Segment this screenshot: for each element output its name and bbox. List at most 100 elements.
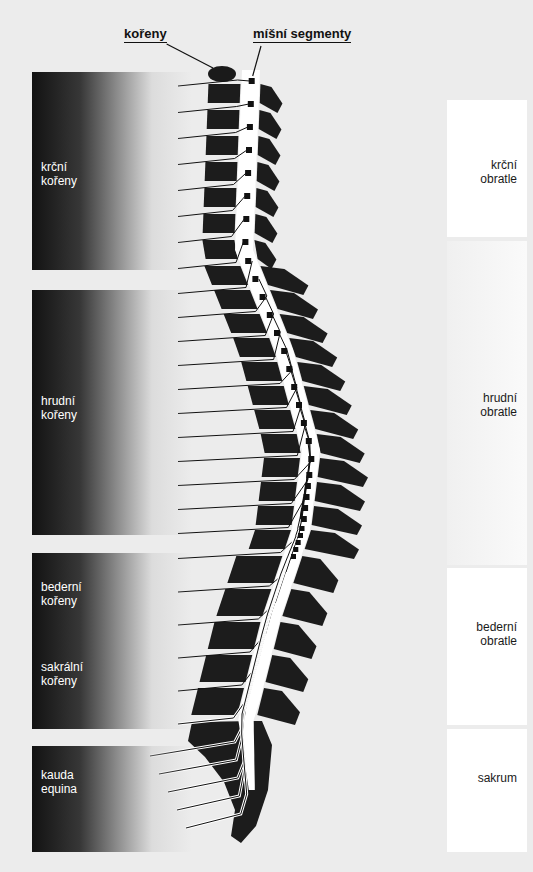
- vertebral-body: [205, 162, 238, 181]
- vertebra-region-panel: bederní obratle: [447, 568, 527, 725]
- region-label: sakrální kořeny: [41, 660, 99, 688]
- spinal-segment: [249, 78, 255, 84]
- vertebral-body: [214, 290, 258, 309]
- spinal-segment: [267, 312, 273, 318]
- vertebrae: [188, 66, 368, 843]
- spinal-segment: [242, 239, 248, 245]
- vertebral-body: [208, 622, 261, 649]
- nerve-root: [178, 475, 307, 592]
- spinous-process: [312, 506, 362, 535]
- label-holder: kořeny: [124, 27, 167, 43]
- vertebra-region-panel: sakrum: [447, 729, 527, 852]
- spinal-segment: [293, 547, 298, 552]
- spinous-process: [305, 530, 359, 559]
- nerve-root: [178, 369, 301, 438]
- spinal-segment: [301, 420, 307, 426]
- root-region-panel: hrudní kořeny: [32, 290, 192, 535]
- root-halo: [177, 550, 290, 810]
- nerve-root: [178, 387, 306, 462]
- spinous-process: [260, 84, 283, 113]
- label-holder: míšní segmenty: [253, 27, 351, 43]
- vertebral-body: [203, 214, 236, 233]
- spinal-segment: [308, 456, 314, 462]
- nerve-root: [178, 441, 310, 534]
- vertebral-body: [256, 506, 294, 525]
- region-label: krční kořeny: [41, 160, 99, 188]
- vertebral-body: [254, 410, 295, 429]
- vertebral-body: [249, 530, 291, 549]
- vertebra-region-panel: krční obratle: [447, 100, 527, 237]
- vertebral-body: [262, 458, 300, 477]
- nerve-root: [178, 297, 274, 342]
- spinal-segment: [245, 258, 251, 264]
- vertebral-body: [227, 556, 282, 583]
- spinous-process: [255, 214, 278, 243]
- spinal-segment: [260, 294, 266, 300]
- nerve-root: [178, 459, 310, 559]
- region-label: kauda equina: [41, 768, 99, 796]
- spinous-process: [257, 688, 300, 725]
- vertebral-body: [207, 110, 240, 129]
- vertebral-body: [204, 266, 248, 285]
- nerve-root: [178, 333, 292, 390]
- spinal-segment: [306, 438, 312, 444]
- region-label: krční obratle: [451, 158, 517, 186]
- nerve-root: [186, 557, 288, 828]
- region-label: hrudní obratle: [451, 391, 517, 419]
- spinal-segment: [304, 494, 310, 500]
- vertebra-region-panel: hrudní obratle: [447, 241, 527, 565]
- spinal-segments: [242, 78, 314, 559]
- nerve-root: [178, 423, 310, 510]
- vertebral-body: [259, 482, 297, 501]
- spinal-segment: [248, 101, 254, 107]
- nerve-root: [178, 486, 305, 625]
- spinal-segment: [247, 124, 253, 130]
- region-label: hrudní kořeny: [41, 394, 99, 422]
- vertebral-body: [224, 314, 268, 333]
- spinal-canal: [235, 70, 320, 790]
- spinal-segment: [305, 483, 311, 489]
- spinal-segment: [245, 170, 251, 176]
- spinal-segment: [291, 384, 297, 390]
- nerve-root: [178, 405, 311, 486]
- vertebral-body: [216, 589, 271, 616]
- spinous-process: [266, 655, 309, 692]
- root-region-panel: bederní kořeny sakrální kořeny: [32, 553, 192, 729]
- spinal-segment: [302, 505, 308, 511]
- nerve-root: [178, 519, 300, 724]
- nerve-root: [178, 497, 304, 658]
- nerve-root: [177, 550, 290, 810]
- spinal-segment: [286, 366, 292, 372]
- vertebral-body: [233, 338, 276, 357]
- atlas-shape: [208, 66, 236, 82]
- vertebral-body: [200, 655, 253, 682]
- spinous-process: [258, 136, 281, 165]
- spinous-process: [256, 188, 279, 217]
- spinal-segment: [296, 402, 302, 408]
- region-label: bederní obratle: [451, 620, 517, 648]
- top-label: míšní segmenty: [253, 27, 351, 43]
- vertebral-body: [261, 434, 301, 453]
- spinal-segment: [291, 554, 296, 559]
- nerve-root: [178, 315, 280, 366]
- region-label: sakrum: [451, 771, 517, 785]
- spinal-segment: [298, 533, 303, 538]
- spinal-segment: [301, 516, 307, 522]
- leader-line: [167, 44, 213, 68]
- spinous-process: [257, 162, 280, 191]
- vertebral-body: [202, 240, 237, 259]
- vertebral-body: [208, 84, 241, 103]
- spinal-segment: [244, 193, 250, 199]
- spinal-segment: [296, 540, 301, 545]
- spinous-process: [315, 482, 365, 511]
- root-halo: [178, 519, 300, 724]
- region-label: bederní kořeny: [41, 580, 99, 608]
- spinal-segment: [306, 472, 312, 478]
- spinal-segment: [252, 276, 258, 282]
- vertebral-body: [241, 362, 282, 381]
- spinal-segment: [246, 147, 252, 153]
- nerve-root: [178, 508, 302, 691]
- spinous-process: [274, 622, 317, 659]
- vertebral-body: [191, 688, 244, 715]
